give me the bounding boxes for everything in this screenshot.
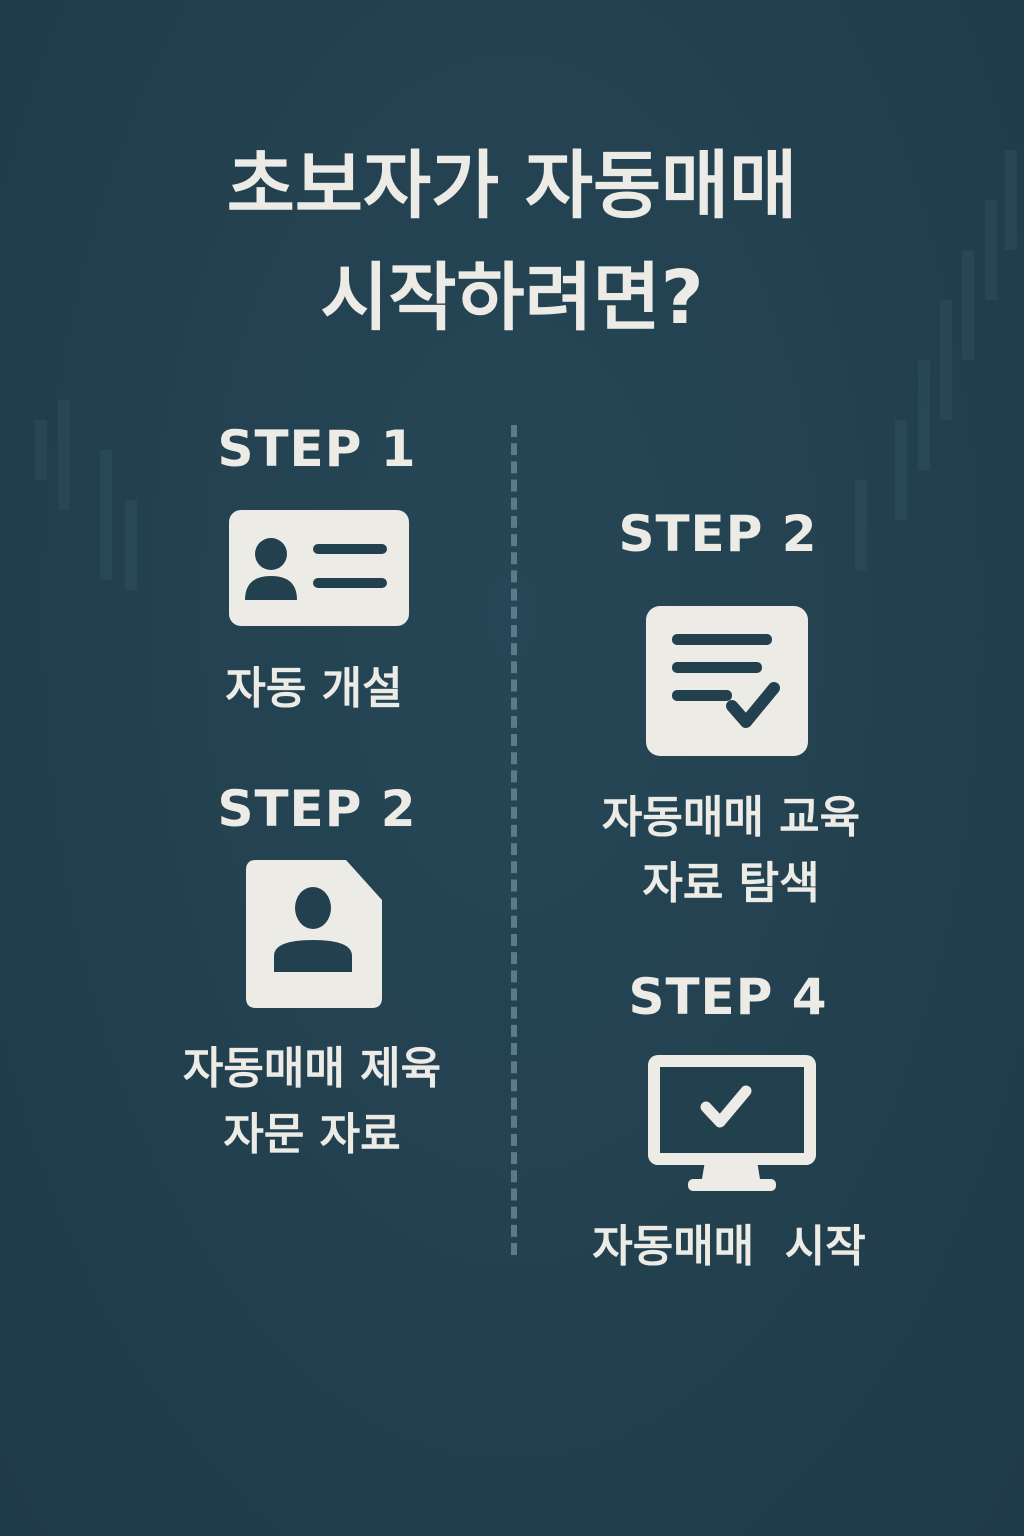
- dashed-divider: [511, 425, 517, 1255]
- step-2-label-line-1: 자동매매 제육: [182, 1043, 442, 1094]
- checklist-document-icon: [646, 606, 808, 756]
- monitor-check-icon: [648, 1055, 816, 1191]
- step-1-label-line-1: 자동 개설: [225, 663, 403, 714]
- title-line-2: 시작하려면?: [320, 255, 704, 341]
- step-2b-label-line-1: 자동매매 교육: [601, 792, 861, 843]
- step-1-heading: STEP 1: [217, 420, 417, 478]
- step-2b-heading: STEP 2: [618, 505, 818, 563]
- step-2b-label: 자동매매 교육 자료 탐색: [531, 785, 931, 917]
- step-4-label: 자동매매 시작: [529, 1214, 929, 1280]
- step-4-label-line-1: 자동매매 시작: [592, 1221, 866, 1272]
- step-2-label-line-2: 자문 자료: [223, 1109, 401, 1160]
- step-2b-label-line-2: 자료 탐색: [642, 858, 820, 909]
- id-card-icon: [229, 510, 409, 626]
- title-line-1: 초보자가 자동매매: [226, 143, 798, 229]
- step-2-label: 자동매매 제육 자문 자료: [112, 1036, 512, 1168]
- step-2-heading: STEP 2: [217, 780, 417, 838]
- page-title: 초보자가 자동매매 시작하려면?: [0, 130, 1024, 354]
- step-4-heading: STEP 4: [628, 968, 828, 1026]
- profile-document-icon: [246, 860, 382, 1008]
- step-1-label: 자동 개설: [114, 656, 514, 722]
